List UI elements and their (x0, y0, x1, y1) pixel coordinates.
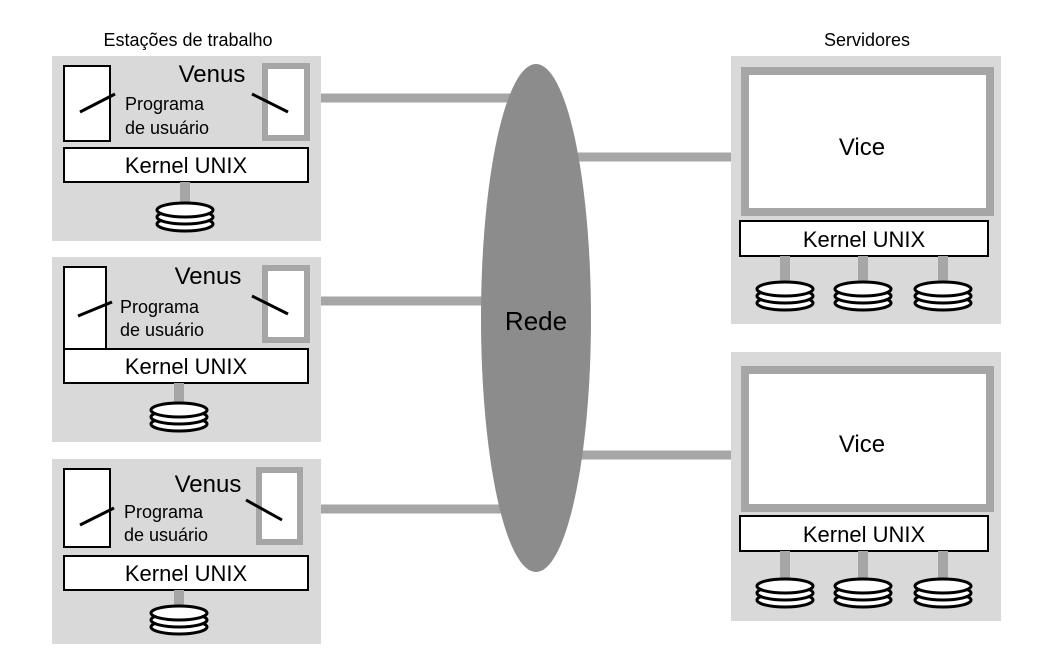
user-program-label-line1: Programa (120, 297, 200, 317)
disk-icon (755, 577, 815, 609)
venus-label: Venus (175, 471, 242, 498)
venus-label: Venus (179, 61, 246, 88)
user-program-slash (79, 92, 116, 114)
user-program-label-line1: Programa (124, 502, 204, 522)
disk-connector (174, 383, 184, 407)
disk-connector (180, 182, 190, 206)
disk-icon (149, 604, 209, 636)
server-2: Vice Kernel UNIX (731, 352, 1001, 621)
disk-connector (174, 590, 184, 612)
kernel-label: Kernel UNIX (125, 153, 248, 178)
network-ellipse (481, 64, 591, 572)
disk-icon (755, 280, 815, 312)
user-program-box (63, 65, 111, 142)
kernel-label: Kernel UNIX (125, 354, 248, 379)
user-program-label-line1: Programa (125, 94, 205, 114)
disk-icon (913, 577, 973, 609)
venus-process-slash (245, 498, 283, 522)
disk-connector (780, 551, 790, 581)
disk-connector (938, 256, 948, 284)
kernel-box (739, 220, 989, 257)
vice-process-box (741, 366, 994, 512)
kernel-label: Kernel UNIX (803, 522, 926, 547)
kernel-box (63, 555, 309, 591)
vice-process-box (741, 67, 994, 216)
user-program-label-line2: de usuário (124, 525, 208, 545)
disk-icon (155, 201, 215, 233)
user-program-label-line2: de usuário (125, 118, 209, 138)
workstation-2: Programa de usuário Venus Kernel UNIX (52, 257, 321, 442)
workstation-1: Programa de usuário Venus Kernel UNIX (52, 56, 321, 241)
disk-array (755, 256, 973, 312)
disk-connector (938, 551, 948, 581)
server-1: Vice Kernel UNIX (731, 56, 1001, 324)
venus-process-slash (251, 92, 289, 114)
kernel-box (63, 348, 309, 384)
disk-connector (780, 256, 790, 284)
user-program-slash (77, 300, 113, 318)
workstations-header: Estações de trabalho (103, 30, 272, 50)
disk-array (755, 551, 973, 609)
network: Rede (481, 64, 591, 572)
disk-icon (833, 577, 893, 609)
kernel-label: Kernel UNIX (125, 561, 248, 586)
disk-icon (149, 401, 209, 433)
user-program-slash (79, 506, 115, 527)
disk-connector (858, 551, 868, 581)
venus-label: Venus (175, 263, 242, 290)
kernel-label: Kernel UNIX (803, 227, 926, 252)
user-program-label-line2: de usuário (120, 320, 204, 340)
user-program-box (63, 468, 111, 548)
kernel-box (739, 515, 989, 552)
venus-process-box (256, 467, 303, 545)
disk-connector (858, 256, 868, 284)
venus-process-slash (251, 294, 289, 316)
disk-icon (913, 280, 973, 312)
vice-label: Vice (839, 134, 885, 161)
network-label: Rede (505, 306, 567, 336)
network-links (300, 93, 745, 514)
disk-icon (833, 280, 893, 312)
workstation-3: Programa de usuário Venus Kernel UNIX (52, 459, 321, 644)
vice-label: Vice (839, 431, 885, 458)
servers-header: Servidores (824, 30, 910, 50)
